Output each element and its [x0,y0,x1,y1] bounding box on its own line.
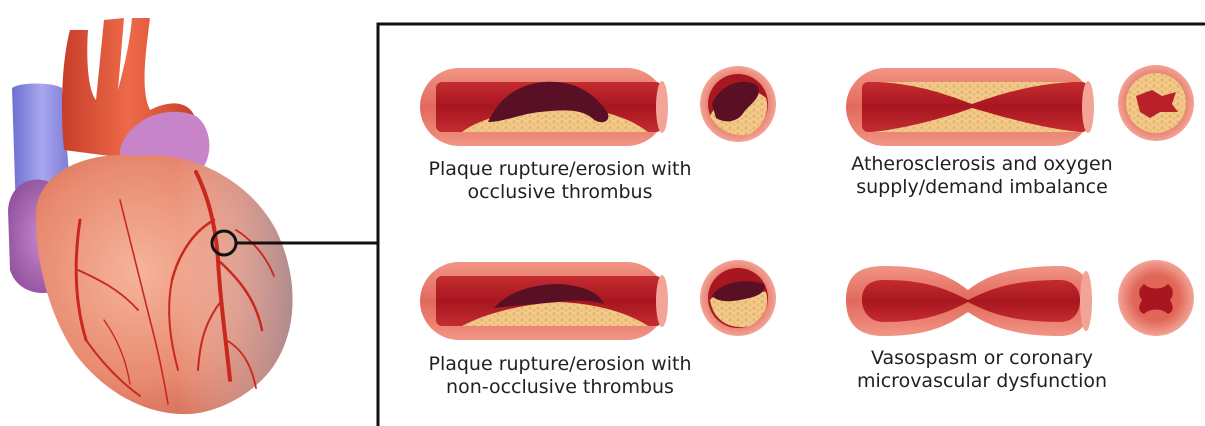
caption-line: Plaque rupture/erosion with [410,353,710,376]
caption-line: Plaque rupture/erosion with [410,158,710,181]
panel-atherosclerosis-imbalance [846,65,1194,146]
caption-line: supply/demand imbalance [832,176,1132,199]
vessel-longitudinal [420,68,668,146]
panel-vasospasm-dysfunction [846,260,1194,336]
vessel-cross-section [1118,65,1194,141]
vessel-longitudinal [846,68,1094,146]
vessel-cross-section [700,260,776,336]
panel-plaque-rupture-non-occlusive [420,260,776,340]
caption-line: non-occlusive thrombus [410,376,710,399]
caption-line: occlusive thrombus [410,181,710,204]
caption-line: Atherosclerosis and oxygen [832,153,1132,176]
vessel-cross-section [700,66,776,142]
vessel-longitudinal [846,266,1092,336]
caption-line: microvascular dysfunction [832,370,1132,393]
caption-vasospasm-dysfunction: Vasospasm or coronary microvascular dysf… [832,347,1132,393]
heart-illustration [8,18,293,414]
caption-atherosclerosis-imbalance: Atherosclerosis and oxygen supply/demand… [832,153,1132,199]
caption-line: Vasospasm or coronary [832,347,1132,370]
vessel-cross-section [1118,260,1194,336]
panel-plaque-rupture-occlusive [420,66,776,146]
caption-plaque-rupture-non-occlusive: Plaque rupture/erosion with non-occlusiv… [410,353,710,399]
caption-plaque-rupture-occlusive: Plaque rupture/erosion with occlusive th… [410,158,710,204]
vessel-longitudinal [420,262,668,340]
